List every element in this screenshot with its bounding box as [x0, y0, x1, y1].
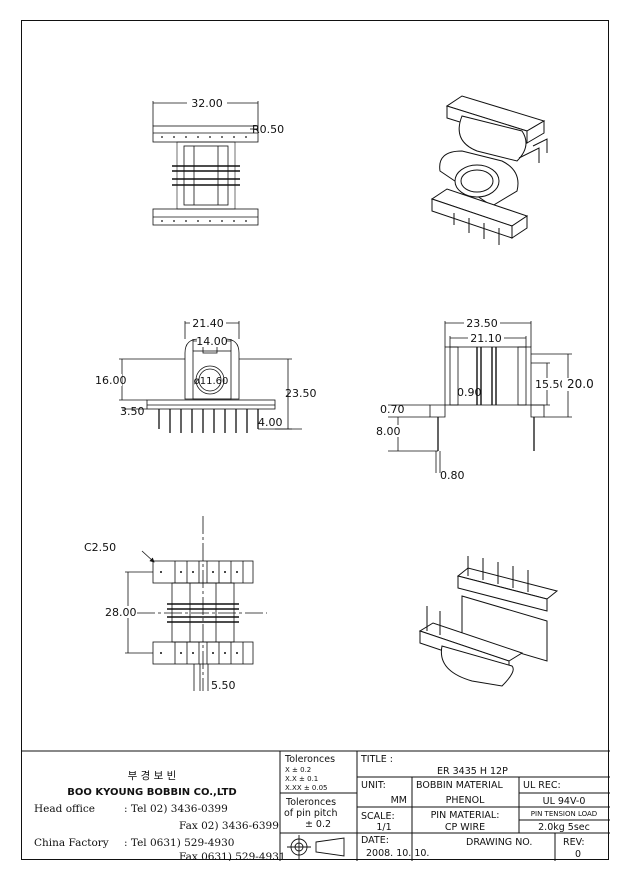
- company-name-korean: 부 경 보 빈: [128, 769, 177, 782]
- head-office-fax: Fax 02) 3436-6399: [179, 820, 279, 832]
- bobbin-material-value: PHENOL: [446, 795, 485, 806]
- head-office-label: Head office: [34, 803, 95, 815]
- revision-value: 0: [575, 849, 581, 860]
- title-block-lines: [22, 750, 610, 861]
- dim-bottom-span: 28.00: [105, 606, 137, 619]
- scale-value: 1/1: [376, 822, 391, 833]
- ul-rec-value: UL 94V-0: [543, 796, 586, 807]
- dim-front-w1: 21.40: [192, 317, 224, 330]
- pin-tension-label: PIN TENSION LOAD: [531, 810, 597, 818]
- drawing-number-label: DRAWING NO.: [466, 837, 532, 848]
- drawing-sheet: 32.00 R0.50: [21, 20, 610, 863]
- pin-material-value: CP WIRE: [445, 822, 485, 833]
- pitch-tolerance-value: ± 0.2: [305, 819, 331, 830]
- title-label: TITLE :: [360, 754, 393, 765]
- tolerance-xxx: X.XX ± 0.05: [285, 784, 328, 792]
- date-label: DATE:: [361, 835, 389, 846]
- dim-bottom-pitch: 5.50: [211, 679, 236, 692]
- dim-front-h-right: 23.50: [285, 387, 317, 400]
- dim-side-w2: 21.10: [470, 332, 502, 345]
- dim-front-pin-len: 4.00: [258, 416, 283, 429]
- dim-front-pin-offset: 3.50: [120, 405, 145, 418]
- iso-view-bottom: [418, 556, 559, 687]
- dim-front-diameter: ø11.60: [194, 376, 229, 387]
- factory-label: China Factory: [34, 837, 109, 849]
- head-office-tel: : Tel 02) 3436-0399: [124, 803, 228, 815]
- dim-side-h-inner: 15.50: [535, 378, 567, 391]
- side-view: [388, 321, 572, 473]
- dim-side-pin-w: 0.80: [440, 469, 465, 482]
- scale-label: SCALE:: [361, 811, 395, 822]
- bottom-view: [125, 516, 267, 691]
- title-value: ER 3435 H 12P: [437, 766, 508, 777]
- bottom-view-dots: [160, 571, 238, 654]
- dim-side-pin-h: 8.00: [376, 425, 401, 438]
- dim-side-wall: 0.90: [457, 386, 482, 399]
- factory-tel: : Tel 0631) 529-4930: [124, 837, 234, 849]
- tolerance-x: X ± 0.2: [285, 766, 311, 774]
- dim-top-radius: R0.50: [252, 123, 284, 136]
- dim-side-w1: 23.50: [466, 317, 498, 330]
- factory-fax: Fax 0631) 529-4931: [179, 851, 286, 861]
- unit-label: UNIT:: [361, 780, 386, 791]
- projection-symbol: [287, 835, 345, 859]
- ul-rec-label: UL REC:: [523, 780, 561, 791]
- unit-value: MM: [391, 795, 407, 806]
- dim-side-h-outer: 20.0: [567, 377, 594, 391]
- revision-label: REV:: [563, 837, 585, 848]
- drawing-canvas: 32.00 R0.50: [22, 95, 610, 863]
- iso-view-top: [430, 95, 548, 245]
- pin-tension-value: 2.0kg 5sec: [538, 822, 590, 833]
- dim-front-w2: 14.00: [196, 335, 228, 348]
- tolerance-xx: X.X ± 0.1: [285, 775, 318, 783]
- company-name-english: BOO KYOUNG BOBBIN CO.,LTD: [67, 787, 236, 798]
- dim-front-h-left: 16.00: [95, 374, 127, 387]
- dim-bottom-chamfer: C2.50: [84, 541, 116, 554]
- pin-material-label: PIN MATERIAL:: [431, 810, 500, 821]
- date-value: 2008. 10. 10.: [366, 848, 429, 859]
- pitch-tolerance-subtitle: of pin pitch: [284, 808, 338, 819]
- dim-side-t1: 0.70: [380, 403, 405, 416]
- bobbin-material-label: BOBBIN MATERIAL: [416, 780, 503, 791]
- top-view: [152, 101, 259, 226]
- top-view-pin-dots: [161, 136, 247, 222]
- pitch-tolerance-title: Toleronces: [285, 797, 336, 808]
- tolerance-title: Toleronces: [284, 754, 335, 765]
- dim-top-width: 32.00: [191, 97, 223, 110]
